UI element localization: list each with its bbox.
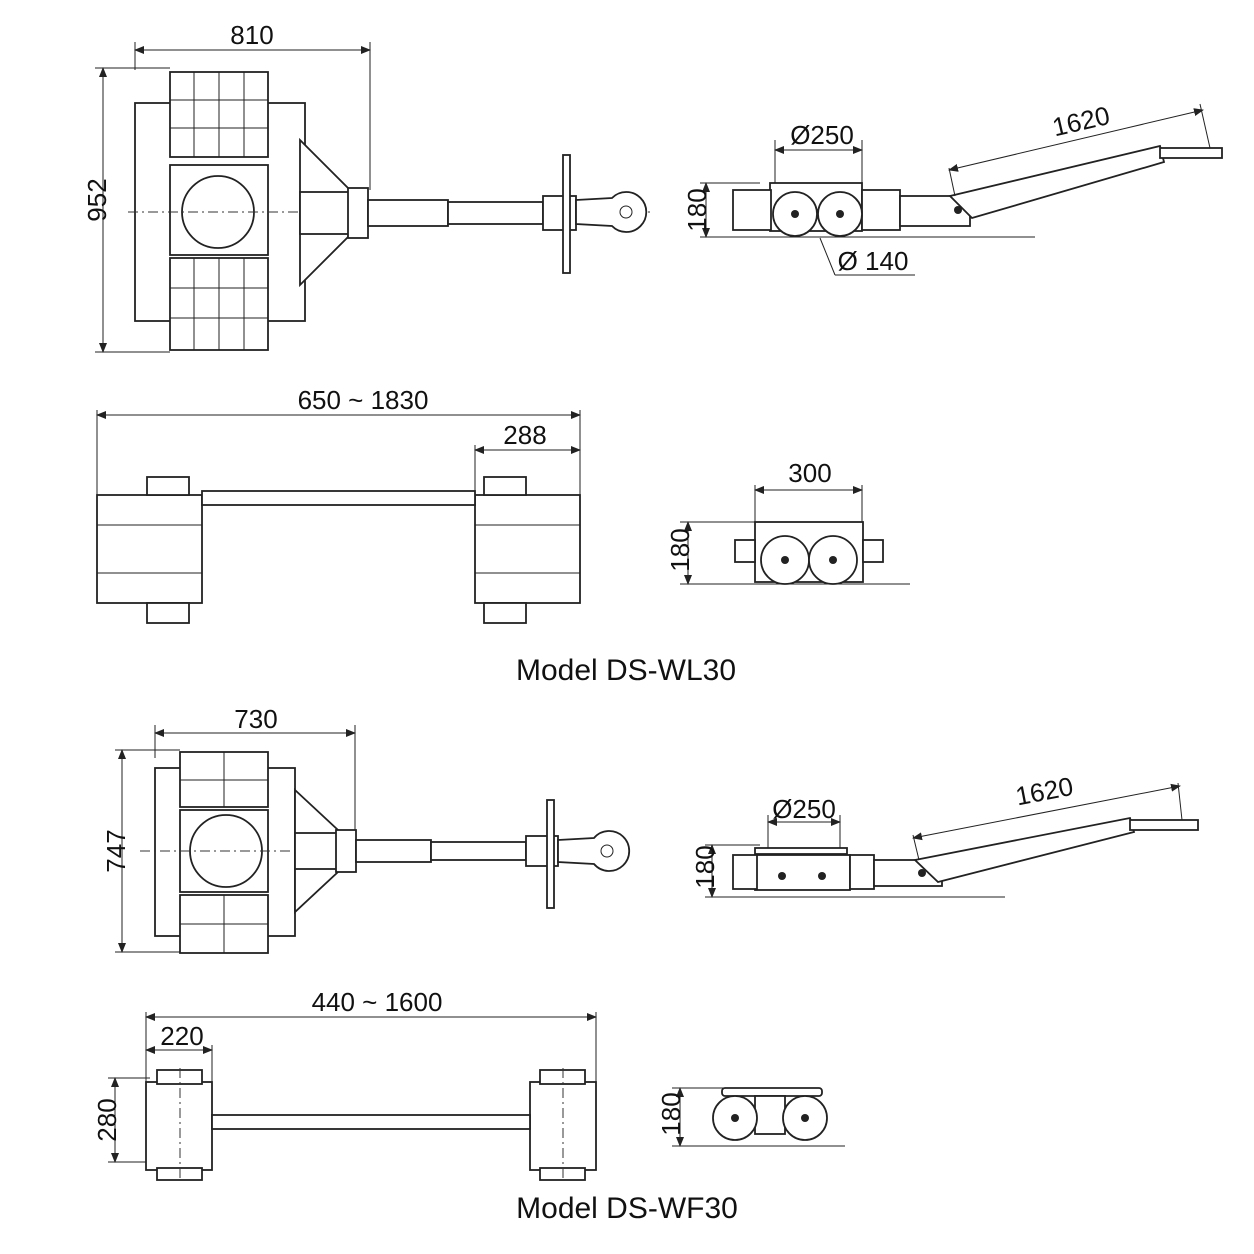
wl30-top-handle-eye	[575, 191, 648, 233]
wf30-side-handle-grip	[1129, 819, 1199, 831]
wf30-side-top-plate	[754, 847, 848, 855]
wf30-side-handle	[913, 816, 1136, 883]
wf30-top-handle-hole	[600, 844, 614, 858]
wl30-side-height-label: 180	[682, 188, 712, 231]
wl30-end-pin-left	[734, 539, 756, 563]
wf30-side-axle-1	[778, 872, 786, 880]
wf30-side-height-label: 180	[690, 845, 720, 888]
wf30-plan-module-left	[145, 1081, 213, 1171]
wl30-side-axle-1	[791, 210, 799, 218]
wl30-side-wheel-dia-label: Ø250	[790, 120, 854, 150]
wl30-side-roller-leader	[819, 237, 836, 276]
wf30-side-len-ext-a	[912, 834, 920, 861]
wf30-side-wheel-dia-label: Ø250	[772, 794, 836, 824]
wf30-side-view: Ø250 180 1620	[690, 771, 1199, 898]
wl30-side-pivot	[954, 206, 962, 214]
wl30-top-hinge	[347, 187, 369, 239]
wl30-top-bar-inner	[367, 199, 449, 227]
wl30-side-len-ext-a	[948, 167, 956, 197]
wl30-plan-bracket-left-top	[146, 476, 190, 496]
wl30-plan-bracket-left-bottom	[146, 602, 190, 624]
wf30-end-top-plate	[721, 1087, 823, 1097]
wl30-side-view: Ø250 180 Ø 140 1620	[682, 100, 1223, 276]
wl30-top-roller-grid	[170, 72, 268, 350]
wf30-side-roller-pack-right	[849, 854, 875, 890]
wf30-side-len-ext-b	[1177, 782, 1183, 821]
wl30-top-view: 810 952	[82, 20, 650, 353]
wl30-plan-module-left	[96, 494, 203, 604]
wl30-top-bar-outer	[447, 201, 544, 225]
wl30-side-axle-2	[836, 210, 844, 218]
wl30-caption: Model DS-WL30	[516, 654, 736, 687]
wf30-end-body	[754, 1095, 786, 1135]
wf30-side-pivot	[918, 869, 926, 877]
wf30-top-view: 730 747	[101, 704, 631, 954]
wl30-plan-module-right	[474, 494, 581, 604]
wl30-top-arm-block	[299, 191, 353, 235]
wl30-side-handle	[948, 144, 1166, 220]
wf30-top-arm-block	[294, 832, 341, 870]
wf30-top-roller-grid	[180, 752, 268, 953]
wf30-end-height-label: 180	[656, 1092, 686, 1135]
wl30-end-pin-right	[862, 539, 884, 563]
wf30-plan-tie-bar	[211, 1114, 531, 1130]
wf30-top-bar-inner	[355, 839, 432, 863]
wl30-top-handle-hole	[619, 205, 633, 219]
wl30-top-width-label: 810	[230, 20, 273, 50]
wl30-end-view: 300 180	[665, 458, 910, 585]
wl30-plan-bracket-right-bottom	[483, 602, 527, 624]
wf30-plan-span-label: 440 ~ 1600	[312, 987, 443, 1017]
wl30-side-handle-grip	[1159, 147, 1223, 159]
wf30-plan-height-label: 280	[92, 1098, 122, 1141]
wf30-side-handle-label: 1620	[1013, 771, 1076, 811]
wl30-side-handle-label: 1620	[1049, 100, 1112, 142]
wl30-top-crossbar	[562, 154, 571, 274]
wl30-side-roller-pack-right	[861, 189, 901, 231]
wl30-plan-span-label: 650 ~ 1830	[298, 385, 429, 415]
wl30-plan-tie-bar	[201, 490, 476, 506]
wl30-end-width-label: 300	[788, 458, 831, 488]
wl30-plan-module-label: 288	[503, 420, 546, 450]
wf30-side-handle-dimline	[912, 783, 1181, 841]
wf30-top-bar-outer	[430, 841, 527, 861]
wf30-caption: Model DS-WF30	[516, 1192, 738, 1225]
wf30-top-height-label: 747	[101, 829, 131, 872]
wl30-top-height-label: 952	[82, 178, 112, 221]
wl30-side-handle-dimline	[948, 108, 1204, 172]
wl30-plan-view: 650 ~ 1830 288	[96, 385, 581, 624]
wf30-plan-view: 440 ~ 1600 220 280	[92, 987, 597, 1181]
wf30-plan-module-label: 220	[160, 1021, 203, 1051]
wl30-side-roller-dia-label: Ø 140	[838, 246, 909, 276]
wf30-side-axle-2	[818, 872, 826, 880]
wl30-top-handle-clamp	[542, 195, 577, 231]
wl30-side-roller-pack-left	[732, 189, 772, 231]
wf30-top-handle-eye	[557, 830, 631, 872]
wf30-top-crossbar	[546, 799, 555, 909]
wf30-top-width-label: 730	[234, 704, 277, 734]
wf30-side-roller-pack-left	[732, 854, 758, 890]
wf30-end-view: 180	[656, 1087, 845, 1147]
wl30-plan-bracket-right-top	[483, 476, 527, 496]
wf30-side-body	[754, 854, 851, 891]
wl30-end-height-label: 180	[665, 528, 695, 571]
wf30-top-hinge	[335, 829, 357, 873]
